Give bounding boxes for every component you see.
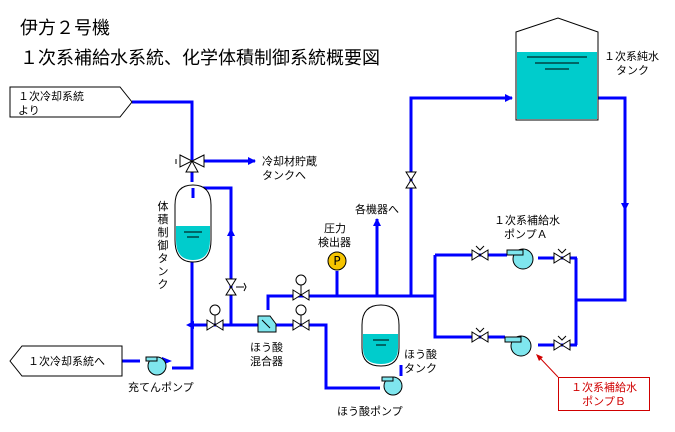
- label-to-equipment: 各機器へ: [355, 203, 399, 216]
- pipe-tank-return: [576, 210, 627, 302]
- pipe-makeup-riser: [409, 94, 513, 296]
- pump-b-highlight-box: １次系補給水 ポンプＢ: [558, 377, 650, 411]
- three-way-valve: [179, 154, 205, 173]
- label-boric-mixer-1: ほう酸: [250, 341, 283, 354]
- label-pump-a-2: ポンプＡ: [504, 228, 548, 241]
- label-pure-water-tank-2: タンク: [616, 64, 649, 77]
- label-vct-vertical: 体積制御タンク: [157, 200, 169, 291]
- label-to-primary: １次冷却系統へ: [28, 355, 105, 368]
- label-from-primary-1: １次冷却系統: [18, 90, 84, 103]
- label-to-coolant-tank-2: タンクへ: [262, 169, 306, 182]
- charging-pump: [145, 356, 167, 376]
- label-charging-pump: 充てんポンプ: [128, 381, 194, 394]
- label-pressure-detector-1: 圧力: [324, 222, 346, 235]
- label-pump-b-2: ポンプＢ: [582, 395, 626, 408]
- label-pressure-detector-2: 検出器: [318, 236, 351, 249]
- pipe-tank-outlet: [597, 96, 629, 211]
- pipe-mixer-riser: [266, 294, 435, 310]
- pressure-detector: [327, 251, 347, 271]
- pipe-network: [122, 94, 629, 390]
- valve-pump-b-discharge: [553, 339, 571, 351]
- pipe-vct-outlet: [172, 262, 194, 370]
- boric-acid-mixer: [257, 315, 277, 333]
- makeup-pump-a: [506, 248, 534, 270]
- diagram-title-line2: １次系補給水系統、化学体積制御系統概要図: [20, 48, 380, 69]
- diagram-title-line1: 伊方２号機: [20, 18, 110, 39]
- label-boric-tank-1: ほう酸: [404, 348, 437, 361]
- valve-pump-a-discharge: [553, 252, 571, 264]
- pipe-pump-header: [433, 255, 505, 339]
- valve-pump-a-suction: [471, 249, 489, 261]
- label-boric-mixer-2: 混合器: [250, 355, 283, 368]
- flow-arrow-charging-header: [186, 321, 194, 329]
- pump-b-highlight-pointer: [539, 357, 559, 378]
- label-pump-a-1: １次系補給水: [494, 214, 560, 227]
- makeup-pump-b: [504, 335, 532, 357]
- boric-acid-pump: [381, 376, 403, 396]
- valve-pump-b-suction: [471, 331, 489, 343]
- label-boric-pump: ほう酸ポンプ: [337, 405, 403, 418]
- valve-vct-bypass: [225, 278, 237, 296]
- label-pump-b-1: １次系補給水: [571, 381, 637, 394]
- label-pure-water-tank-1: １次系純水: [604, 50, 659, 63]
- label-to-coolant-tank-1: 冷却材貯蔵: [262, 155, 317, 168]
- outlet-label-box: [9, 345, 123, 377]
- label-from-primary-2: より: [18, 104, 40, 117]
- pure-water-tank: [515, 17, 599, 121]
- inlet-label-box: [9, 86, 133, 118]
- pressure-symbol: P: [333, 254, 340, 268]
- pipe-inlet-from-primary: [132, 100, 194, 160]
- gate-valve-riser: [405, 171, 417, 189]
- valves: [175, 154, 571, 351]
- volume-control-tank: [174, 184, 212, 263]
- label-boric-tank-2: タンク: [404, 362, 437, 375]
- boric-acid-tank: [361, 304, 400, 367]
